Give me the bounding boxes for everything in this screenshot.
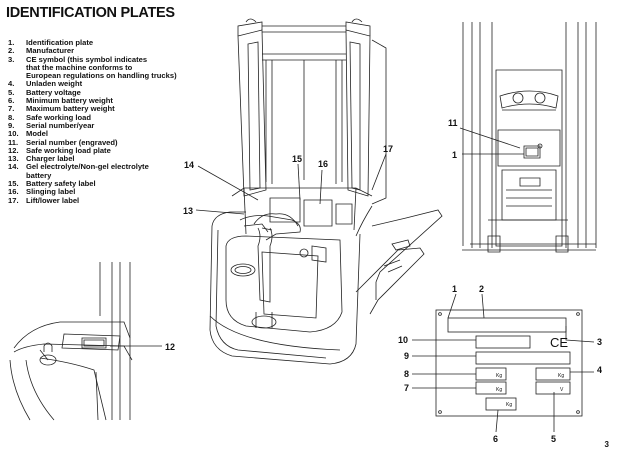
legend-text: Unladen weight bbox=[26, 79, 83, 89]
callout-7: 7 bbox=[404, 383, 409, 393]
legend-text: CE symbol (this symbol indicates that th… bbox=[26, 54, 177, 81]
legend-number: 13. bbox=[8, 154, 19, 164]
legend-number: 12. bbox=[8, 145, 19, 155]
legend-item: 9. Serial number/year bbox=[8, 120, 218, 130]
legend-text: Safe working load plate bbox=[26, 145, 111, 155]
callout-12: 12 bbox=[165, 342, 175, 352]
page-title: IDENTIFICATION PLATES bbox=[6, 5, 175, 21]
legend-text: Battery voltage bbox=[26, 87, 81, 97]
callout-4: 4 bbox=[597, 365, 602, 375]
plate-kg-unit: Kg bbox=[558, 373, 564, 379]
plate-kg-unit: Kg bbox=[496, 387, 502, 393]
legend-item: 3. CE symbol (this symbol indicates that … bbox=[8, 54, 218, 81]
legend-text: Serial number/year bbox=[26, 120, 95, 130]
legend-item: 8. Safe working load bbox=[8, 112, 218, 122]
callout-15: 15 bbox=[292, 154, 302, 164]
legend-number: 1. bbox=[8, 38, 15, 47]
legend-number: 10. bbox=[8, 129, 19, 139]
callout-2: 2 bbox=[479, 284, 484, 294]
legend-item: 11. Serial number (engraved) bbox=[8, 137, 218, 147]
legend-number: 14. bbox=[8, 162, 19, 172]
legend-number: 11. bbox=[8, 137, 19, 147]
legend-text: Lift/lower label bbox=[26, 195, 80, 205]
legend-text: Manufacturer bbox=[26, 46, 75, 56]
callout-5: 5 bbox=[551, 434, 556, 444]
callout-16: 16 bbox=[318, 159, 328, 169]
callout-14: 14 bbox=[184, 160, 194, 170]
callout-13: 13 bbox=[183, 206, 193, 216]
legend-text: Safe working load bbox=[26, 112, 91, 122]
legend-list: 1. Identification plate 2. Manufacturer 3. CE… bbox=[8, 38, 218, 205]
plate-kg-unit: Kg bbox=[506, 402, 512, 408]
legend-item: 16. Slinging label bbox=[8, 187, 218, 197]
callout-10: 10 bbox=[398, 335, 408, 345]
legend-text: Maximum battery weight bbox=[26, 104, 115, 114]
legend-number: 2. bbox=[8, 46, 15, 56]
rear-view-drawing bbox=[462, 22, 597, 253]
legend-number: 6. bbox=[8, 96, 15, 106]
legend-item: 10. Model bbox=[8, 129, 218, 139]
detail-view-drawing bbox=[9, 262, 133, 421]
legend-number: 9. bbox=[8, 120, 15, 130]
legend-text: Battery safety label bbox=[26, 179, 96, 189]
legend-number: 17. bbox=[8, 195, 19, 205]
legend-item: 4. Unladen weight bbox=[8, 79, 218, 89]
identification-plate-drawing bbox=[435, 309, 583, 417]
callout-1: 1 bbox=[452, 284, 457, 294]
callout-8: 8 bbox=[404, 369, 409, 379]
pallet-truck-drawing bbox=[209, 18, 443, 365]
callout-17: 17 bbox=[383, 144, 393, 154]
legend-number: 3. bbox=[8, 54, 15, 64]
legend-number: 7. bbox=[8, 104, 15, 114]
legend-item: 1. Identification plate bbox=[8, 38, 218, 47]
legend-text: Minimum battery weight bbox=[26, 96, 113, 106]
page-number: 3 bbox=[604, 440, 609, 449]
callout-6: 6 bbox=[493, 434, 498, 444]
legend-number: 15. bbox=[8, 179, 19, 189]
legend-item: 5. Battery voltage bbox=[8, 87, 218, 97]
callout-11: 11 bbox=[448, 118, 458, 128]
legend-text: Gel electrolyte/Non-gel electrolyte batt… bbox=[26, 162, 149, 180]
legend-item: 7. Maximum battery weight bbox=[8, 104, 218, 114]
legend-number: 16. bbox=[8, 187, 19, 197]
legend-item: 17. Lift/lower label bbox=[8, 195, 218, 205]
legend-number: 4. bbox=[8, 79, 15, 89]
plate-v-unit: V bbox=[560, 387, 564, 393]
legend-item: 14. Gel electrolyte/Non-gel electrolyte b… bbox=[8, 163, 218, 180]
legend-item: 2. Manufacturer bbox=[8, 46, 218, 56]
legend-text: Charger label bbox=[26, 154, 75, 164]
legend-item: 12. Safe working load plate bbox=[8, 145, 218, 155]
legend-text: Model bbox=[26, 129, 48, 139]
legend-text: Serial number (engraved) bbox=[26, 137, 118, 147]
legend-item: 15. Battery safety label bbox=[8, 179, 218, 189]
legend-item: 13. Charger label bbox=[8, 154, 218, 164]
legend-item: 6. Minimum battery weight bbox=[8, 96, 218, 106]
callout-9: 9 bbox=[404, 351, 409, 361]
plate-kg-unit: Kg bbox=[496, 373, 502, 379]
callout-3: 3 bbox=[597, 337, 602, 347]
legend-number: 5. bbox=[8, 87, 15, 97]
legend-text: Identification plate bbox=[26, 38, 94, 47]
legend-text: Slinging label bbox=[26, 187, 76, 197]
ce-mark: CE bbox=[550, 335, 568, 350]
callout-1: 1 bbox=[452, 150, 457, 160]
legend-number: 8. bbox=[8, 112, 15, 122]
